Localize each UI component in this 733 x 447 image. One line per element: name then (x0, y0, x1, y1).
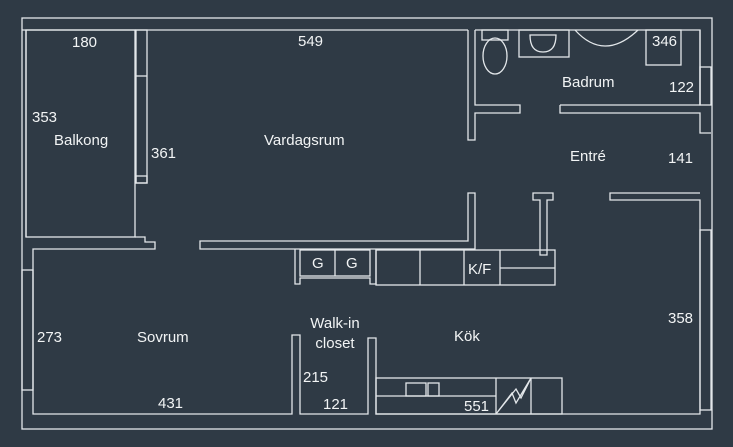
window (21, 269, 34, 391)
dim-label: 346 (652, 33, 678, 50)
room-label-entre: Entré (570, 148, 606, 165)
window (699, 66, 712, 106)
dim-label: 431 (158, 395, 184, 412)
window (135, 29, 148, 184)
room-label-vardagsrum: Vardagsrum (264, 132, 345, 149)
appliance-label: G (346, 255, 358, 272)
room-label-closet: Walk-in (310, 315, 360, 332)
balcony-outline (25, 29, 136, 238)
toilet-tank (481, 29, 509, 41)
room-label-balkong: Balkong (54, 132, 109, 149)
room-label-badrum: Badrum (562, 74, 615, 91)
room-label-sovrum: Sovrum (137, 329, 189, 346)
dim-label: 358 (668, 310, 694, 327)
appliance-label: K/F (468, 261, 492, 278)
dim-label: 551 (464, 398, 490, 415)
outer-wall (21, 17, 713, 430)
dim-label: 141 (668, 150, 694, 167)
window (699, 229, 712, 411)
dim-label: 361 (151, 145, 177, 162)
electric-symbol (495, 377, 532, 415)
dim-label: 549 (298, 33, 324, 50)
sink-counter (518, 29, 570, 58)
dim-label: 215 (303, 369, 329, 386)
shower (574, 29, 639, 47)
dim-label: 180 (72, 34, 98, 51)
room-label-closet: closet (315, 335, 355, 352)
appliance-label: G (312, 255, 324, 272)
dim-label: 353 (32, 109, 58, 126)
dim-label: 273 (37, 329, 63, 346)
room-label-kok: Kök (454, 328, 480, 345)
dim-label: 121 (323, 396, 349, 413)
sink (529, 34, 557, 53)
toilet-bowl (482, 37, 508, 75)
dim-label: 122 (669, 79, 695, 96)
